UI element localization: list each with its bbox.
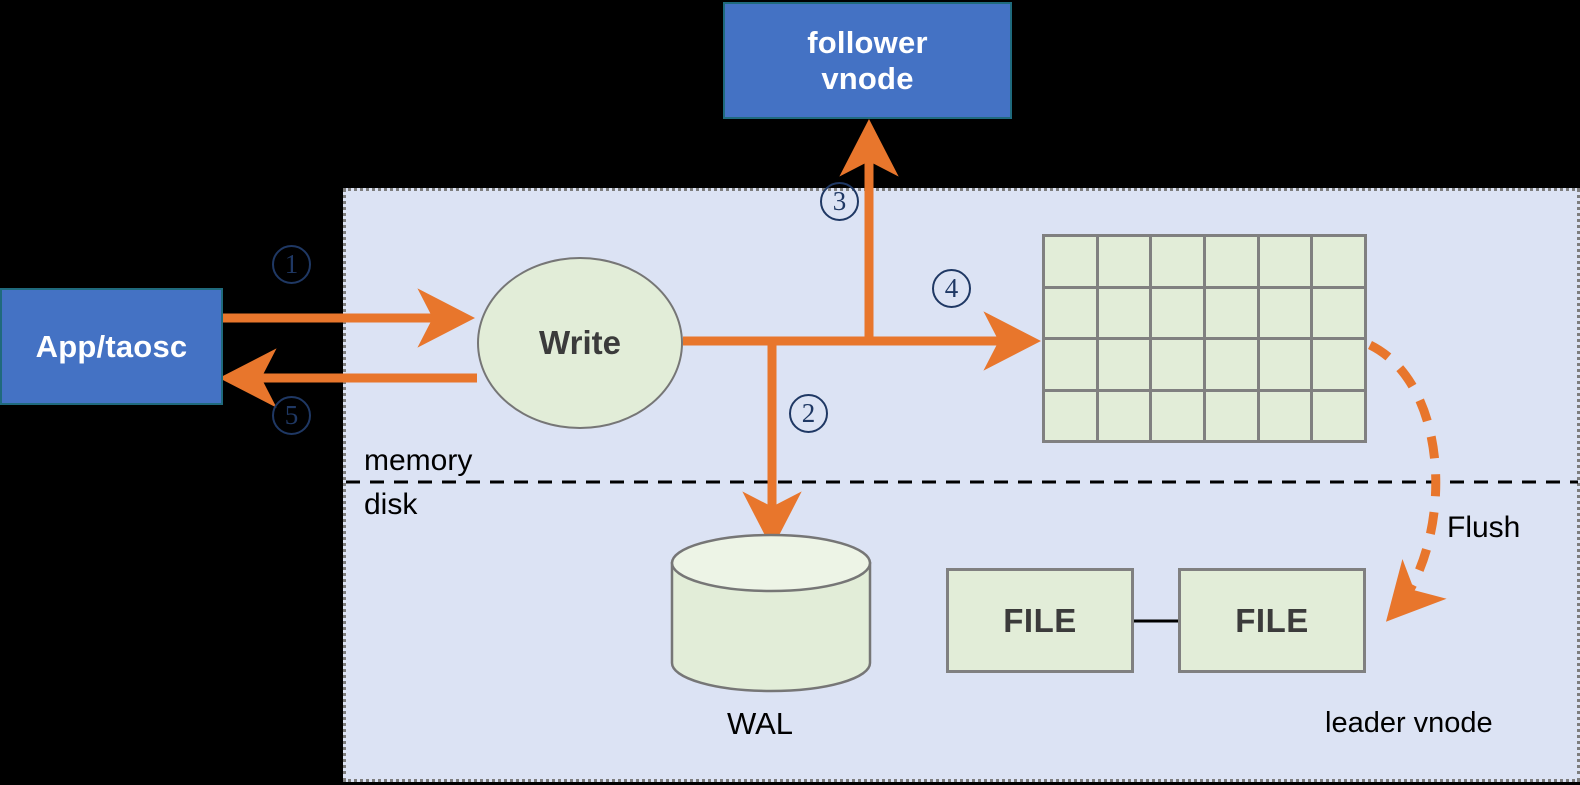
memtable-cell bbox=[1098, 391, 1150, 440]
leader-vnode-label: leader vnode bbox=[1325, 707, 1493, 739]
memtable-cell bbox=[1259, 391, 1311, 440]
memtable-cell bbox=[1098, 340, 1150, 389]
file-node-2[interactable]: FILE bbox=[1178, 568, 1366, 673]
memtable-cell bbox=[1313, 391, 1364, 440]
memtable-cell bbox=[1259, 288, 1311, 337]
memtable-grid[interactable] bbox=[1042, 234, 1367, 443]
memtable-cell bbox=[1152, 237, 1203, 286]
flush-arrow bbox=[1367, 340, 1447, 622]
memtable-cell bbox=[1206, 288, 1257, 337]
memtable-cell bbox=[1045, 391, 1096, 440]
follower-vnode-label-line2: vnode bbox=[821, 60, 914, 96]
write-node[interactable]: Write bbox=[477, 257, 683, 429]
memtable-cell bbox=[1045, 237, 1096, 286]
disk-label: disk bbox=[364, 488, 418, 521]
memtable-cell bbox=[1206, 237, 1257, 286]
app-taosc-node[interactable]: App/taosc bbox=[0, 288, 223, 405]
step-badge-3: 3 bbox=[820, 182, 859, 221]
step-badge-2: 2 bbox=[789, 394, 828, 433]
memtable-cell bbox=[1259, 237, 1311, 286]
memtable-cell bbox=[1206, 340, 1257, 389]
step-badge-1: 1 bbox=[272, 245, 311, 284]
wal-label: WAL bbox=[727, 706, 794, 741]
memtable-cell bbox=[1313, 237, 1364, 286]
memtable-cell bbox=[1098, 288, 1150, 337]
step-badge-4: 4 bbox=[932, 269, 971, 308]
memtable-cell bbox=[1206, 391, 1257, 440]
follower-vnode-label-line1: follower bbox=[807, 24, 928, 60]
wal-cylinder bbox=[670, 533, 872, 693]
step-badge-5: 5 bbox=[272, 396, 311, 435]
memtable-cell bbox=[1098, 237, 1150, 286]
memtable-cell bbox=[1045, 288, 1096, 337]
memtable-cell bbox=[1152, 288, 1203, 337]
flush-label: Flush bbox=[1447, 511, 1521, 544]
memory-label: memory bbox=[364, 444, 473, 477]
file-node-1[interactable]: FILE bbox=[946, 568, 1134, 673]
memtable-cell bbox=[1152, 391, 1203, 440]
follower-vnode-node[interactable]: follower vnode bbox=[723, 2, 1012, 119]
memtable-cell bbox=[1313, 340, 1364, 389]
memtable-cell bbox=[1259, 340, 1311, 389]
memtable-cell bbox=[1045, 340, 1096, 389]
memtable-cell bbox=[1313, 288, 1364, 337]
memtable-cell bbox=[1152, 340, 1203, 389]
